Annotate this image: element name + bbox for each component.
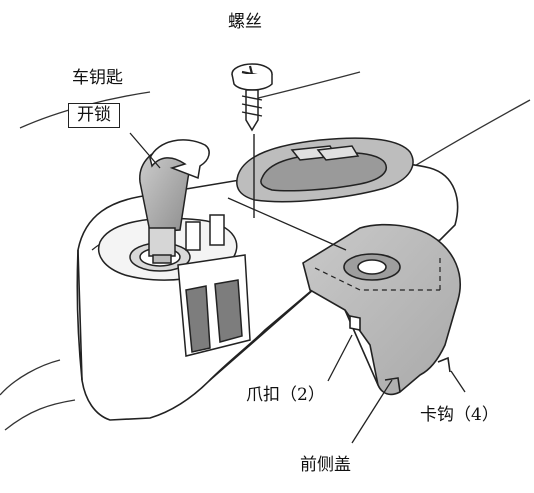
- dashed-alignment: [314, 258, 441, 292]
- leader-lines: [129, 132, 466, 444]
- car-key-label: 车钥匙: [72, 68, 123, 88]
- rotate-arrow-icon: [149, 139, 210, 180]
- hook-label: 卡钩（4）: [420, 405, 499, 425]
- screw-icon: [231, 63, 273, 132]
- front-cover-label: 前侧盖: [300, 455, 351, 475]
- unlock-label: 开锁: [68, 103, 120, 128]
- screw-label: 螺丝: [228, 12, 262, 32]
- cover-guide-line: [227, 197, 347, 251]
- front-cover: [302, 223, 461, 396]
- claw-clip-label: 爪扣（2）: [246, 385, 325, 405]
- switch-panel: [236, 137, 414, 203]
